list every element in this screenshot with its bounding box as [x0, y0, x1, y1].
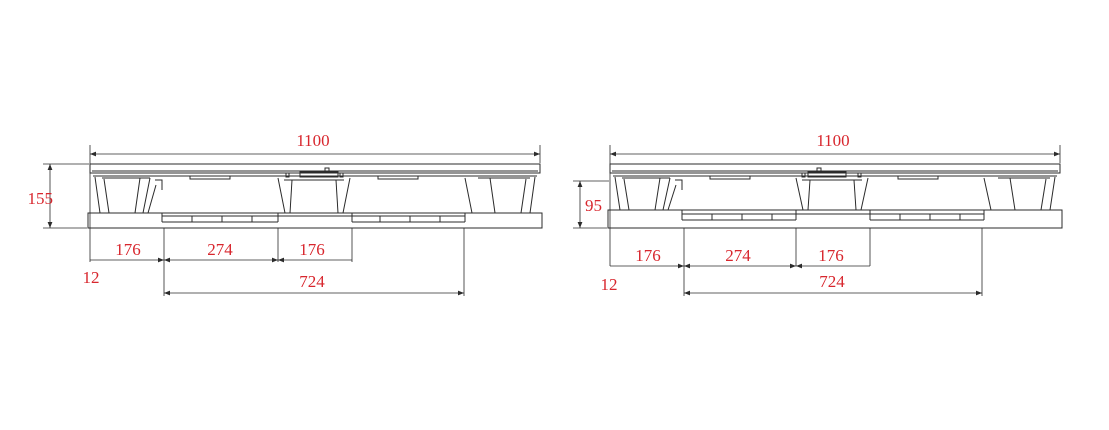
left-dimensions [43, 145, 541, 296]
right-pallet-block-left [607, 176, 683, 228]
right-seg-c-label: 176 [818, 246, 844, 265]
left-seg-a-label: 176 [115, 240, 141, 259]
right-dimensions [573, 145, 1061, 296]
right-pallet-base [607, 209, 1063, 229]
left-pallet-block-center [277, 177, 353, 222]
right-pallet-view [607, 163, 1063, 229]
left-overall-length: 1100 [296, 131, 329, 150]
left-seg-c-label: 176 [299, 240, 325, 259]
left-pallet-base [87, 212, 543, 229]
left-pallet-block-right [464, 176, 543, 228]
right-pallet-deck [609, 163, 1061, 180]
left-pallet-deck [89, 163, 541, 180]
right-dimension-labels: 1100 95 176 274 176 12 724 [585, 131, 850, 294]
right-pallet-block-right [983, 176, 1063, 228]
right-span-label: 724 [819, 272, 845, 291]
right-overall-length: 1100 [816, 131, 849, 150]
left-dimension-labels: 1100 155 176 274 176 12 724 [28, 131, 330, 291]
right-seg-b-label: 274 [725, 246, 751, 265]
left-span-label: 724 [299, 272, 325, 291]
right-height-label: 95 [585, 196, 602, 215]
left-pallet-view [87, 163, 543, 229]
left-height-label: 155 [28, 189, 54, 208]
right-edge-offset-label: 12 [601, 275, 618, 294]
right-seg-a-label: 176 [635, 246, 661, 265]
left-edge-offset-label: 12 [83, 268, 100, 287]
left-pallet-block-left [87, 176, 163, 228]
left-seg-b-label: 274 [207, 240, 233, 259]
